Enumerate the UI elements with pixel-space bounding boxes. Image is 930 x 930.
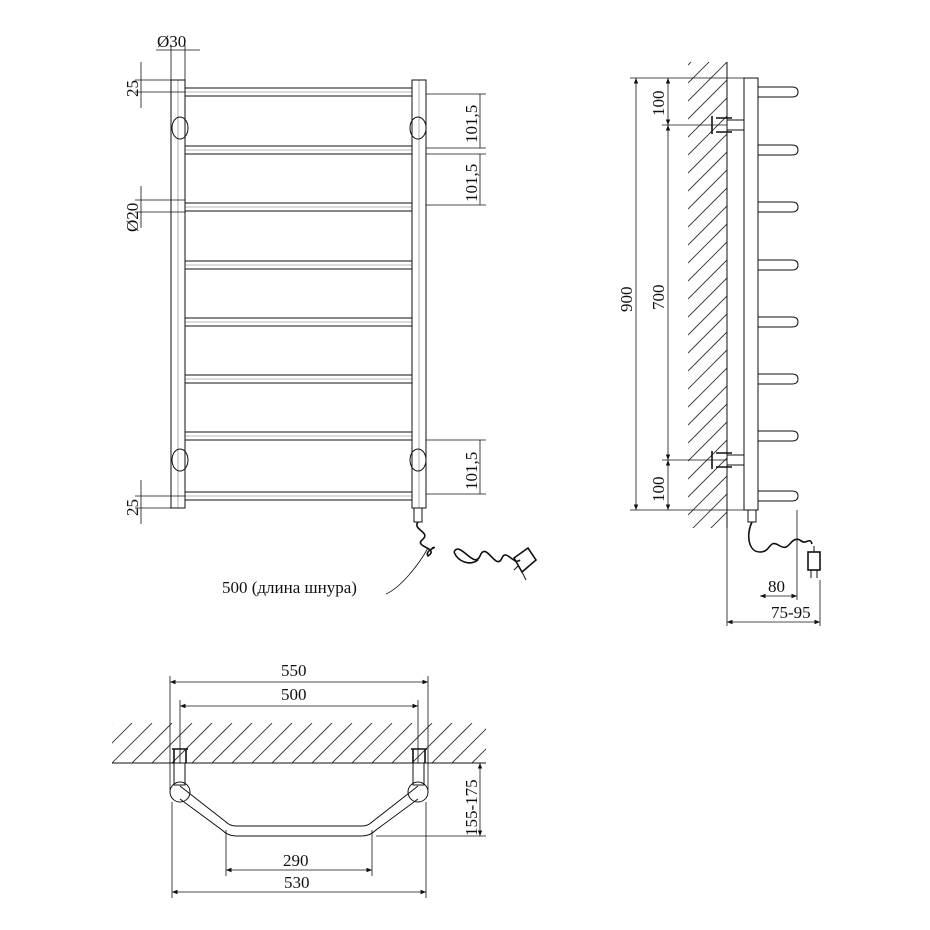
bent-rail-outline — [179, 785, 419, 827]
towel-bar-8 — [185, 491, 412, 501]
side-bar-5 — [758, 316, 799, 328]
towel-bar-1 — [185, 87, 412, 97]
side-vertical-pipe — [743, 77, 759, 511]
side-bar-7 — [758, 430, 799, 442]
towel-bar-4 — [185, 260, 412, 270]
top-view: 550 500 155-175 290 530 — [112, 661, 486, 898]
wall-hatch-side — [688, 62, 727, 528]
side-bars — [758, 86, 799, 502]
mount-spacing-label: 700 — [649, 285, 668, 311]
towel-bar-2 — [185, 145, 412, 155]
side-bar-8 — [758, 490, 799, 502]
horizontal-bars — [185, 87, 412, 501]
top-mounts — [172, 748, 427, 786]
side-bar-6 — [758, 373, 799, 385]
towel-bar-5 — [185, 317, 412, 327]
towel-bar-3 — [185, 202, 412, 212]
wall-hatch-top — [112, 723, 486, 763]
bar-diameter-label: Ø20 — [123, 203, 142, 232]
mount-width-label: 500 — [281, 685, 307, 704]
bar-spacing-3-label: 101,5 — [462, 452, 481, 490]
top-offset-label: 25 — [123, 80, 142, 97]
towel-bar-7 — [185, 431, 412, 441]
front-mounts — [171, 116, 427, 472]
top-mount-offset-label: 100 — [649, 91, 668, 117]
side-bar-3 — [758, 201, 799, 213]
bottom-offset-label: 25 — [123, 499, 142, 516]
total-height-label: 900 — [617, 287, 636, 313]
side-electric-cord — [747, 509, 813, 553]
depth-label: 155-175 — [462, 779, 481, 836]
pipe-width-label: 530 — [284, 873, 310, 892]
plug-offset-label: 80 — [768, 577, 785, 596]
pipe-diameter-label: Ø30 — [157, 32, 186, 51]
bar-spacing-2-label: 101,5 — [462, 164, 481, 202]
side-view: 900 100 700 100 80 75-95 — [617, 62, 821, 626]
front-view: Ø30 25 Ø20 25 101,5 101,5 101,5 500 (дли… — [123, 32, 538, 597]
bar-spacing-1-label: 101,5 — [462, 105, 481, 143]
left-vertical-pipe — [170, 79, 186, 509]
electric-cord — [413, 507, 521, 564]
side-bar-4 — [758, 259, 799, 271]
side-plug-icon — [807, 546, 821, 578]
inner-width-label: 290 — [283, 851, 309, 870]
outer-width-label: 550 — [281, 661, 307, 680]
towel-bar-6 — [185, 374, 412, 384]
side-bar-1 — [758, 86, 799, 98]
cord-length-label: 500 (длина шнура) — [222, 578, 357, 597]
side-bar-2 — [758, 144, 799, 156]
plug-icon — [512, 546, 538, 581]
bottom-mount-offset-label: 100 — [649, 477, 668, 503]
side-mounts — [711, 116, 745, 469]
wall-distance-label: 75-95 — [771, 603, 811, 622]
